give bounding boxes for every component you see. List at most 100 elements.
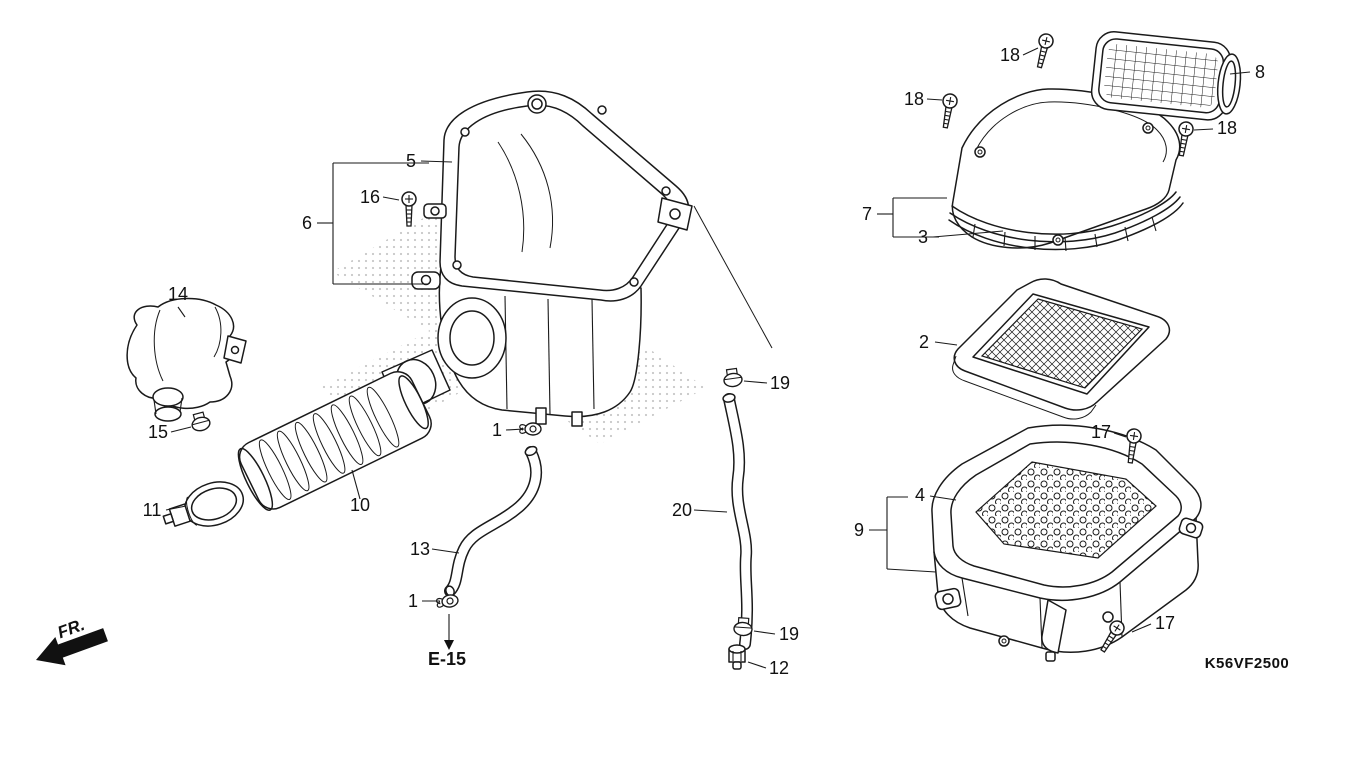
tube-clamp-icon [721, 367, 744, 389]
gasket-pleat [1003, 231, 1006, 247]
leader-line [351, 469, 361, 500]
duct-flange-hole [230, 345, 240, 355]
part-callout-15: 15 [148, 422, 168, 442]
rim-bolt-hole [452, 260, 462, 270]
leader-line [1229, 71, 1251, 75]
mounting-tab [411, 271, 441, 290]
case-interior-line [497, 141, 525, 253]
part-callout-4: 4 [915, 485, 925, 505]
screw-icon [937, 92, 959, 130]
duct-contour [153, 309, 164, 382]
filter-media [980, 298, 1144, 389]
leader-line [170, 426, 192, 433]
grille-outlet-inner [1221, 60, 1237, 108]
hose-core [445, 447, 541, 596]
drain-spout [1041, 599, 1067, 654]
part-callout-20: 20 [672, 500, 692, 520]
drain-spout-tip [1045, 651, 1056, 662]
grille-mesh [1104, 44, 1219, 108]
part-callout-8: 8 [1255, 62, 1265, 82]
mounting-tab [934, 587, 962, 611]
part-callout-2: 2 [919, 332, 929, 352]
gasket-pleat [1064, 236, 1067, 252]
leader-line [747, 661, 767, 669]
band-inner [190, 487, 238, 521]
part-callout-12: 12 [769, 658, 789, 678]
tube-rib [258, 439, 292, 501]
sensor-boss [657, 197, 693, 231]
drain-plug [728, 644, 746, 670]
drain-nipple [535, 407, 547, 425]
inlet-port [437, 297, 507, 379]
cover-screw-boss [974, 146, 986, 158]
leader-line [1193, 128, 1214, 131]
filter-side-edge [952, 355, 1097, 420]
hose-end [524, 445, 538, 457]
cover-screw-boss-hole [1055, 237, 1061, 243]
filter-inner-frame [972, 293, 1150, 395]
gasket-pleat [972, 223, 976, 238]
tube-rib [294, 421, 328, 483]
rim-bolt-hole [460, 127, 470, 137]
hose-band-clamp [162, 481, 245, 527]
part-callout-13: 13 [410, 539, 430, 559]
case-panel-line [504, 295, 508, 410]
case-cover-rim [439, 90, 690, 302]
screw-lug [423, 203, 447, 219]
connector-line [693, 205, 773, 349]
leader-line [505, 428, 525, 431]
case-lower-wall [933, 517, 1199, 653]
tube-end [398, 375, 429, 430]
leader-line [1022, 47, 1039, 56]
cover-screw-boss-hole [1145, 125, 1151, 131]
tube-core [724, 394, 752, 649]
screw-boss [1102, 611, 1114, 623]
case-rim-inner [950, 441, 1182, 588]
leader-line [165, 505, 187, 511]
part-callout-1: 1 [492, 420, 502, 440]
diagram-code: K56VF2500 [1205, 655, 1290, 672]
leader-line [693, 509, 728, 513]
reference-label-E-15: E-15 [428, 649, 466, 669]
leader-line [753, 630, 776, 635]
part-callout-17: 17 [1155, 613, 1175, 633]
leader-line [177, 306, 186, 318]
reference-arrowhead [444, 640, 454, 650]
mounting-tab-hole [942, 593, 954, 605]
case-panel-line [547, 298, 551, 415]
drain-nipple [571, 411, 583, 427]
intake-air-duct [126, 297, 247, 422]
case-top-port-inner [531, 98, 543, 110]
tube-end [237, 447, 274, 511]
gasket-line [948, 202, 1184, 251]
gasket-pleat [1124, 226, 1129, 242]
case-panel-line [591, 298, 595, 410]
part-callout-9: 9 [854, 520, 864, 540]
tube-rib [330, 404, 364, 465]
case-cover-inner-rim [454, 104, 673, 292]
tube-rib [312, 413, 346, 474]
air-cleaner-case-assembly [381, 90, 693, 427]
air-cleaner-cover [948, 88, 1184, 252]
band-line [186, 496, 198, 526]
gasket-line [949, 196, 1181, 243]
mounting-tab [1178, 517, 1204, 539]
plug-tip [732, 661, 742, 670]
duct-outlet-end [154, 406, 182, 422]
part-callout-14: 14 [168, 284, 188, 304]
part-callout-7: 7 [862, 204, 872, 224]
part-callout-3: 3 [918, 227, 928, 247]
duct-flange [223, 335, 247, 364]
part-callout-19: 19 [779, 624, 799, 644]
part-callout-19: 19 [770, 373, 790, 393]
screw-icon [401, 191, 417, 227]
drain-tube-long [722, 393, 754, 650]
rim-bolt-hole [597, 105, 607, 115]
case-wall-seam [961, 577, 969, 617]
leader-line [743, 380, 768, 384]
fr-direction-indicator: FR. [36, 615, 108, 666]
case-interior-line [520, 133, 553, 249]
tube-rib [276, 430, 310, 492]
